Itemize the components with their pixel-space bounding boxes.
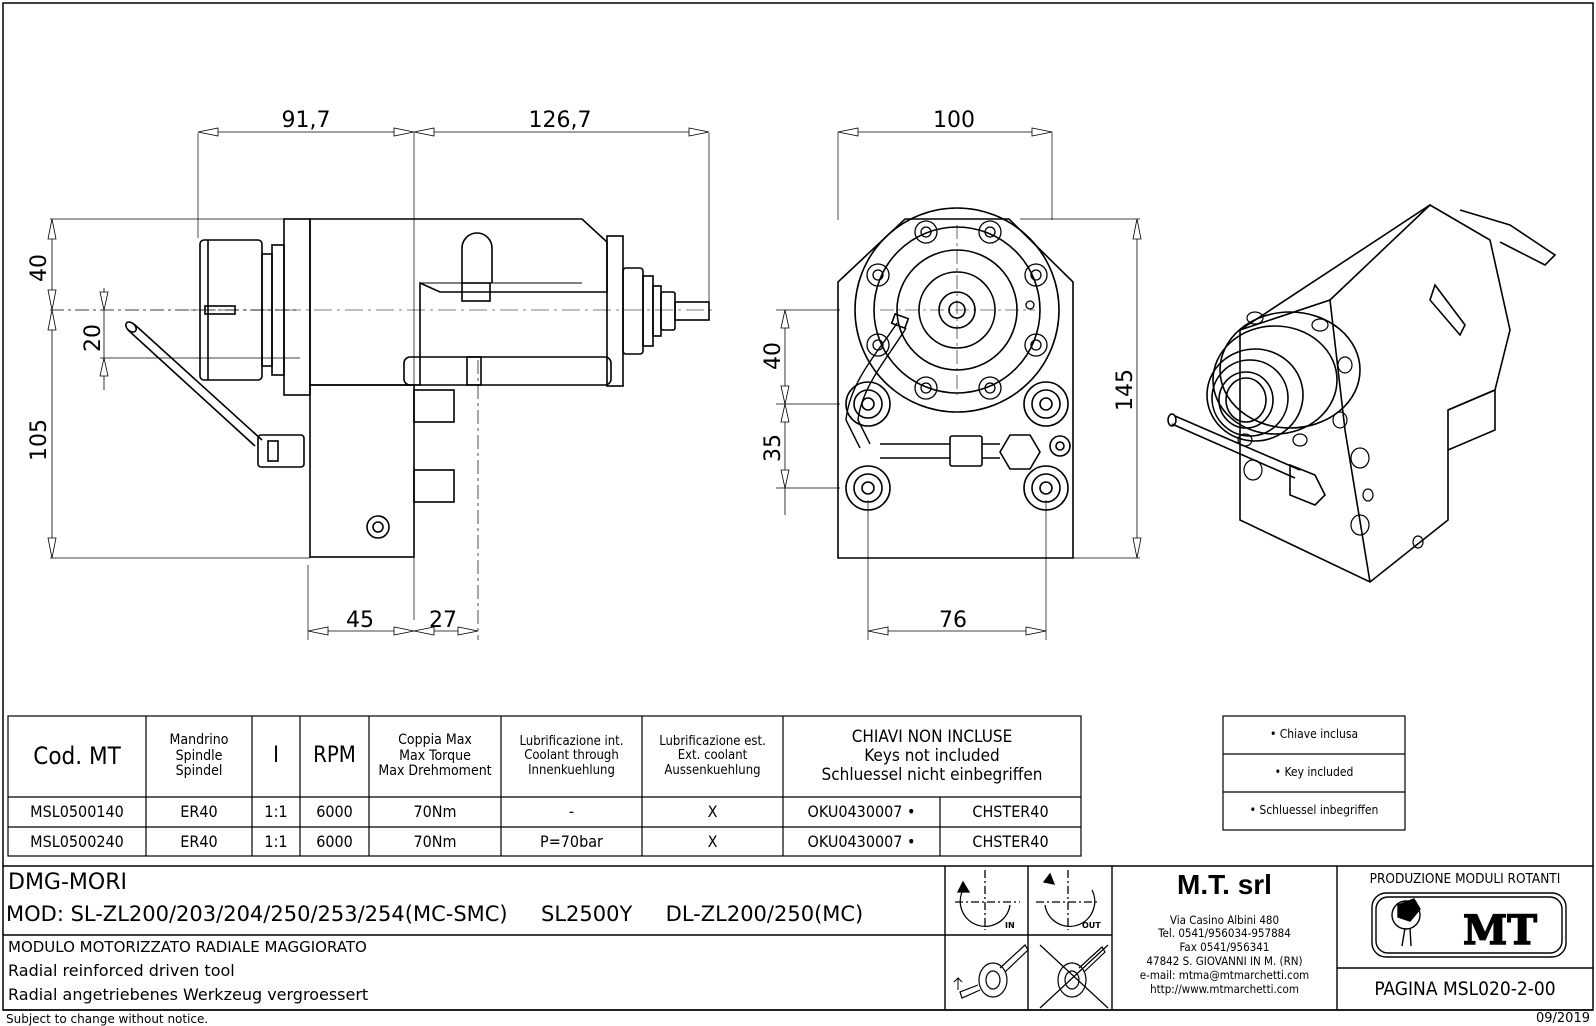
header-rpm: RPM [313,743,356,769]
header-keys: CHIAVI NON INCLUSE Keys not included Sch… [821,727,1043,785]
key-tool-crossed-icon [1039,944,1109,1009]
mt-logo: MT [1371,892,1567,958]
row2-rpm: 6000 [316,831,353,851]
row2-spindle: ER40 [180,831,218,851]
row1-torque: 70Nm [413,802,457,822]
isometric-view [1167,204,1557,583]
company-name: M.T. srl [1177,868,1272,900]
rotation-out-label: OUT [1082,921,1101,930]
legend-item: • Schluessel inbegriffen [1249,803,1379,818]
row1-code: MSL0500140 [30,802,124,822]
row2-code: MSL0500240 [30,831,124,851]
title-block-grid [3,865,1593,1011]
header-lub-int: Lubrificazione int. Coolant through Inne… [519,734,624,778]
row1-key2: CHSTER40 [972,802,1049,822]
header-lub-ext: Lubrificazione est. Ext. coolant Aussenk… [659,734,766,778]
row1-spindle: ER40 [180,802,218,822]
spec-table-grid [7,715,1082,857]
side-view [47,127,715,640]
rotation-out-icon [1036,870,1100,930]
row1-key1: OKU0430007 • [807,802,916,822]
legend-box-grid [1222,715,1406,831]
header-torque: Coppia Max Max Torque Max Drehmoment [378,732,492,780]
machine-brand: DMG-MORI [8,870,127,895]
header-code: Cod. MT [33,742,121,771]
dim-126-7: 126,7 [529,108,592,133]
row2-lub-int: P=70bar [540,831,603,851]
row1-ratio: 1:1 [264,802,288,822]
page-code: PAGINA MSL020-2-00 [1374,977,1556,1000]
dim-20: 20 [81,324,106,352]
dim-105: 105 [27,419,52,461]
dim-40-front: 40 [761,342,786,370]
footer-date: 09/2019 [1535,1011,1590,1026]
row2-lub-ext: X [707,831,718,851]
description-it: MODULO MOTORIZZATO RADIALE MAGGIORATO [8,938,367,956]
machine-models: MOD: SL-ZL200/203/204/250/253/254(MC-SMC… [6,902,864,926]
logo-text: MT [1463,907,1537,954]
front-view [776,127,1142,640]
dimension-texts: 91,7 126,7 40 20 105 45 27 100 145 40 35… [27,108,1138,633]
dim-40-side: 40 [27,254,52,282]
dim-27: 27 [429,608,457,633]
row2-key1: OKU0430007 • [807,831,916,851]
legend-item: • Chiave inclusa [1269,727,1359,742]
description-de: Radial angetriebenes Werkzeug vergroesse… [8,985,369,1004]
rotation-in-label: IN [1005,921,1015,930]
header-spindle: Mandrino Spindle Spindel [169,732,229,780]
row2-torque: 70Nm [413,831,457,851]
dim-45: 45 [346,608,374,633]
company-address: Via Casino Albini 480 Tel. 0541/956034-9… [1139,912,1310,996]
dim-100: 100 [933,108,975,133]
header-ratio: I [273,743,279,769]
dim-91-7: 91,7 [282,108,331,133]
production-label: PRODUZIONE MODULI ROTANTI [1369,870,1561,887]
row1-lub-ext: X [707,802,718,822]
row2-key2: CHSTER40 [972,831,1049,851]
key-tool-icon [953,944,1029,999]
row2-ratio: 1:1 [264,831,288,851]
dim-35: 35 [761,434,786,462]
legend-item: • Key included [1274,765,1354,780]
description-en: Radial reinforced driven tool [8,961,235,980]
row1-rpm: 6000 [316,802,353,822]
dim-145: 145 [1113,369,1138,411]
footer-notice: Subject to change without notice. [6,1012,209,1026]
row1-lub-int: - [568,802,575,822]
rotation-in-icon [955,870,1020,930]
dim-76: 76 [939,608,967,633]
